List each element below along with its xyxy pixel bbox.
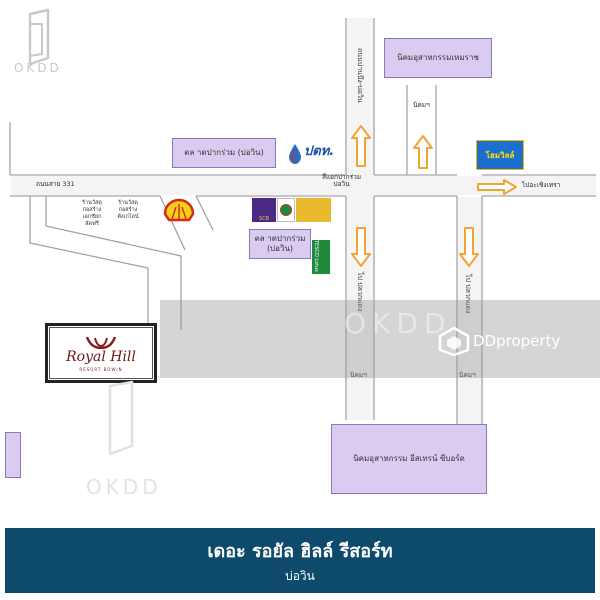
- market-mid-box: ตล าดปากร่วม (บ่อวิน): [249, 229, 311, 259]
- edge-box: [5, 432, 21, 478]
- homepro-logo-icon: โฮมวิลล์: [476, 140, 524, 170]
- scb-logo-icon: SCB: [252, 198, 276, 222]
- ptt-brand-label: ปตท.: [304, 144, 335, 159]
- tesco-lotus-icon: [312, 240, 330, 274]
- title-banner: เดอะ รอยัล ฮิลล์ รีสอร์ท บ่อวิน: [5, 528, 595, 593]
- arrow-down-right: [459, 227, 479, 267]
- ptt-drop-icon: [289, 144, 301, 164]
- banner-subtitle: บ่อวิน: [285, 568, 315, 583]
- market-mid-label: ตล าดปากร่วม (บ่อวิน): [254, 234, 306, 253]
- arrow-right-road: [477, 179, 517, 195]
- shop-label-1: ร้านวัสดุ ก่อสร้าง เอกชัยก ลัดฟรี: [82, 200, 102, 227]
- bank-sign-icon: [296, 198, 331, 222]
- road-top-label: ถนนบ่านบึง-บ่อวิน: [356, 48, 364, 103]
- nikom-right-label: นิคมฯ: [459, 371, 476, 379]
- nikom-left-label: นิคมฯ: [350, 371, 367, 379]
- watermark-band: [160, 300, 600, 378]
- arrow-up-right: [413, 135, 433, 169]
- road-left-label: ถนนสาย 331: [36, 180, 75, 188]
- road-south-left-label: ไป ปลวกแดง: [356, 272, 364, 312]
- okdd-watermark-bottom: OKDD: [86, 380, 158, 499]
- nikom-top-label: นิคมฯ: [413, 101, 430, 109]
- royal-hill-sub: RESORT BOWIN: [79, 366, 123, 372]
- banner-title: เดอะ รอยัล ฮิลล์ รีสอร์ท: [207, 540, 393, 562]
- shop-label-2: ร้านวัสดุ ก่อสร้าง ตังเกไลน์: [117, 200, 139, 220]
- bank-logo-icon: [277, 198, 295, 222]
- ddproperty-text: DDproperty: [473, 332, 561, 350]
- estate-top-box: นิคมอุสาหกรรมเหมราช: [384, 38, 492, 78]
- scb-brand-label: SCB: [258, 216, 270, 222]
- estate-top-label: นิคมอุสาหกรรมเหมราช: [397, 53, 479, 63]
- road-south-right-label: ไป ปลวกแดง: [464, 274, 472, 314]
- okdd-watermark-top: OKDD: [12, 8, 72, 84]
- okdd-logo-icon: [28, 8, 50, 66]
- royal-hill-name: Royal Hill: [66, 348, 136, 365]
- okdd-text-top: OKDD: [14, 61, 62, 75]
- okdd-text-bottom: OKDD: [86, 475, 162, 499]
- market-top-box: ตล าดปากร่วม (บ่อวิน): [172, 138, 276, 168]
- okdd-logo-icon-bottom: [108, 380, 134, 456]
- ddproperty-logo-icon: [438, 326, 470, 356]
- ddproperty-watermark: DDproperty: [438, 326, 560, 356]
- royal-hill-crest-icon: [85, 336, 117, 349]
- okdd-text-center: OKDD: [344, 307, 452, 340]
- homepro-brand-label: โฮมวิลล์: [485, 150, 515, 160]
- estate-bottom-label: นิคมอุสาหกรรม อีสเทรน์ ซีบอร์ด: [353, 454, 465, 464]
- royal-hill-logo: Royal Hill RESORT BOWIN: [45, 323, 157, 383]
- market-top-label: ตล าดปากร่วม (บ่อวิน): [184, 148, 264, 158]
- shell-logo-icon: [163, 198, 195, 222]
- intersection-label: สี่แยกปากร่วม บ่อวิน: [322, 173, 362, 189]
- arrow-down-center: [351, 227, 371, 267]
- tesco-brand-label: TESCO Lotus: [313, 240, 319, 272]
- arrow-up-center: [351, 125, 371, 167]
- estate-bottom-box: นิคมอุสาหกรรม อีสเทรน์ ซีบอร์ด: [331, 424, 487, 494]
- road-right-label: ไปอะเชิงเทรา: [522, 181, 561, 189]
